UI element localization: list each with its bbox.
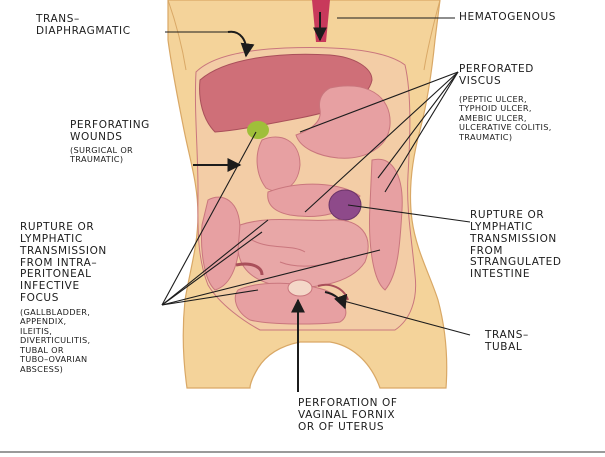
label-perforated-viscus: PERFORATED VISCUS <box>459 64 534 88</box>
label-transtubal: TRANS– TUBAL <box>485 330 529 354</box>
label-perforating-wounds: PERFORATING WOUNDS <box>70 120 150 144</box>
label-perforating-wounds-detail: (SURGICAL OR TRAUMATIC) <box>70 146 133 165</box>
label-rupture-strangulated: RUPTURE OR LYMPHATIC TRANSMISSION FROM S… <box>470 210 562 281</box>
label-perforation-vaginal: PERFORATION OF VAGINAL FORNIX OR OF UTER… <box>298 398 397 434</box>
label-rupture-intraperitoneal: RUPTURE OR LYMPHATIC TRANSMISSION FROM I… <box>20 222 107 305</box>
label-transdiaphragmatic: TRANS– DIAPHRAGMATIC <box>36 14 131 38</box>
label-perforated-viscus-detail: (PEPTIC ULCER, TYPHOID ULCER, AMEBIC ULC… <box>459 95 552 142</box>
spleen <box>329 190 361 220</box>
label-rupture-intraperitoneal-detail: (GALLBLADDER, APPENDIX, ILEITIS, DIVERTI… <box>20 308 90 374</box>
uterus <box>288 280 312 296</box>
label-hematogenous: HEMATOGENOUS <box>459 12 556 24</box>
duodenum <box>257 137 300 191</box>
small-intestine <box>238 219 368 287</box>
gallbladder <box>247 121 269 139</box>
